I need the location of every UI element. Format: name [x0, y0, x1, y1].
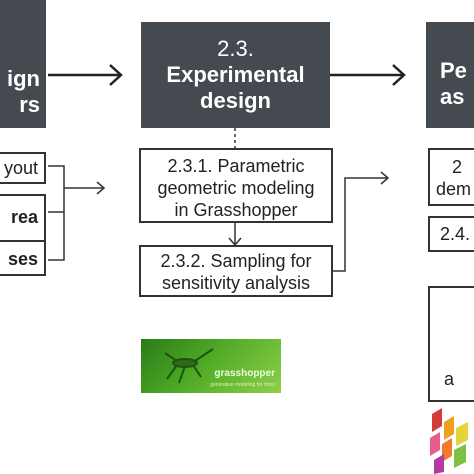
left-item-area-label: rea	[10, 207, 38, 227]
right-header-box: Pe as	[426, 22, 474, 128]
step1-line2: geometric modeling	[157, 178, 315, 198]
arrowhead-left-to-middle	[109, 64, 123, 86]
right-box-3-label: a	[444, 369, 455, 389]
right-header-line2: as	[440, 84, 465, 109]
step2-line2: sensitivity analysis	[161, 273, 311, 293]
middle-header-title-line1: Experimental	[166, 62, 305, 87]
connector-step2-to-right	[331, 177, 388, 272]
right-header-line1: Pe	[440, 58, 467, 83]
step-sampling: 2.3.2. Sampling for sensitivity analysis	[139, 245, 333, 297]
logo-tagline: generative modeling for rhino	[210, 382, 275, 388]
middle-header-box: 2.3. Experimental design	[141, 22, 330, 128]
grasshopper-icon	[164, 348, 214, 384]
right-box-3: a	[428, 286, 474, 402]
arrowhead-left-to-step1	[96, 181, 106, 195]
step1-line1: 2.3.1. Parametric	[167, 156, 305, 176]
step-parametric-modeling: 2.3.1. Parametric geometric modeling in …	[139, 148, 333, 223]
right-box-1: 2 dem	[428, 148, 474, 206]
left-item-spaces: ses	[0, 240, 46, 276]
left-item-layout-label: yout	[3, 158, 38, 178]
right-box-2-label: 2.4.	[440, 224, 471, 244]
middle-header-title-line2: design	[200, 88, 271, 113]
left-item-layout: yout	[0, 152, 46, 184]
right-box-1-line2: dem	[436, 179, 472, 199]
left-item-spaces-label: ses	[7, 249, 38, 269]
right-box-2: 2.4.	[428, 216, 474, 252]
left-header-box: ign rs	[0, 0, 46, 128]
step1-line3: in Grasshopper	[174, 200, 298, 220]
left-header-line2: rs	[19, 92, 40, 117]
arrowhead-to-right	[380, 171, 390, 185]
arrowhead-middle-to-right	[392, 64, 406, 86]
left-header-line1: ign	[7, 66, 40, 91]
logo-word: grasshopper	[214, 368, 275, 379]
step2-line1: 2.3.2. Sampling for	[160, 251, 312, 271]
left-bracket	[48, 165, 65, 261]
right-box-1-line1: 2	[452, 157, 463, 177]
middle-header-number: 2.3.	[217, 36, 254, 61]
grasshopper-logo: grasshopper generative modeling for rhin…	[141, 339, 281, 393]
colorful-logo-fragment	[430, 408, 468, 474]
